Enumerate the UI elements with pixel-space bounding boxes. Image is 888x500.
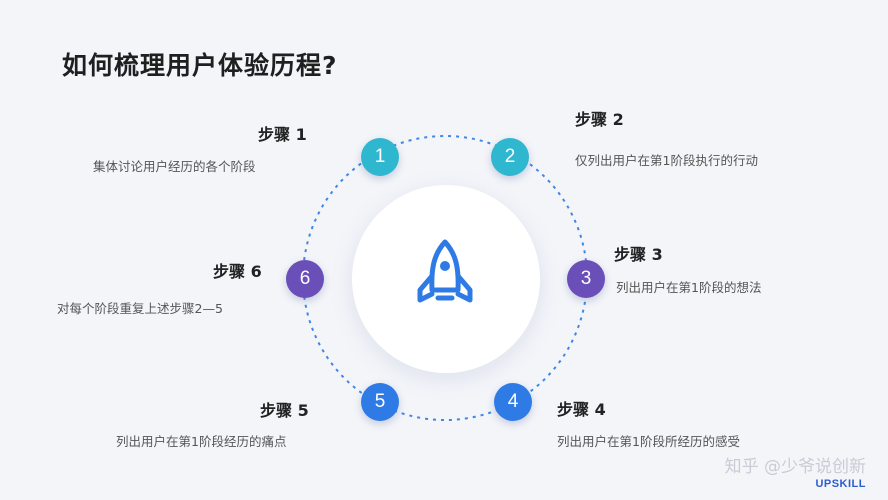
step-number-1: 1 — [374, 146, 386, 167]
step-label-1: 步骤 1 — [258, 125, 307, 144]
step-node-1: 1 — [361, 138, 399, 176]
step-desc-5: 列出用户在第1阶段经历的痛点 — [116, 434, 287, 449]
step-label-4: 步骤 4 — [557, 400, 606, 419]
step-desc-1: 集体讨论用户经历的各个阶段 — [93, 159, 256, 174]
step-desc-6: 对每个阶段重复上述步骤2—5 — [57, 301, 223, 316]
step-node-2: 2 — [491, 138, 529, 176]
step-desc-2: 仅列出用户在第1阶段执行的行动 — [575, 153, 758, 168]
step-node-4: 4 — [494, 383, 532, 421]
step-label-2: 步骤 2 — [575, 110, 624, 129]
step-desc-3: 列出用户在第1阶段的想法 — [616, 280, 762, 295]
step-number-5: 5 — [374, 391, 386, 412]
step-number-2: 2 — [504, 146, 516, 167]
step-label-5: 步骤 5 — [260, 401, 309, 420]
step-number-4: 4 — [507, 391, 519, 412]
step-desc-4: 列出用户在第1阶段所经历的感受 — [557, 434, 740, 449]
page-title: 如何梳理用户体验历程? — [62, 51, 338, 80]
center-disc — [352, 185, 540, 373]
step-label-6: 步骤 6 — [213, 262, 262, 281]
step-label-3: 步骤 3 — [614, 245, 663, 264]
step-number-3: 3 — [580, 268, 592, 289]
upskill-logo: UPSKILL — [815, 478, 866, 490]
watermark: 知乎 @少爷说创新 — [724, 457, 866, 477]
rocket-icon — [412, 238, 478, 318]
step-node-5: 5 — [361, 383, 399, 421]
step-node-6: 6 — [286, 260, 324, 298]
step-number-6: 6 — [299, 268, 311, 289]
step-node-3: 3 — [567, 260, 605, 298]
